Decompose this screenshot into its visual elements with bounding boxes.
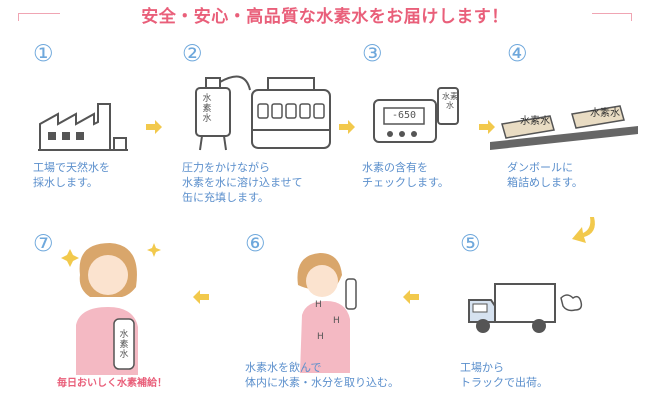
step-5-number: ⑤	[460, 231, 481, 257]
step-1-caption: 工場で天然水を 採水します。	[33, 160, 110, 190]
truck-icon	[468, 283, 583, 333]
step-2-line-3: 缶に充填します。	[182, 191, 269, 204]
step-6-number: ⑥	[245, 231, 266, 257]
arrow-left-icon-1	[403, 290, 419, 304]
step-3-number: ③	[362, 41, 383, 67]
step-2-number: ②	[182, 41, 203, 67]
page-title: 安全・安心・高品質な水素水をお届けします！	[141, 7, 509, 27]
step-3-caption: 水素の含有を チェックします。	[362, 160, 449, 190]
step-4-number: ④	[507, 41, 528, 67]
factory-icon	[38, 103, 128, 151]
step-4-line-2: 箱詰めします。	[507, 176, 583, 189]
step-2-caption: 圧力をかけながら 水素を水に溶け込ませて 缶に充填します。	[182, 160, 303, 205]
arrow-left-icon-2	[193, 290, 209, 304]
step-1-number: ①	[33, 41, 54, 67]
title-rule-right	[592, 13, 632, 14]
filling-machine-icon	[195, 75, 331, 151]
step-2-line-1: 圧力をかけながら	[182, 161, 270, 174]
meter-readout: -650	[391, 110, 417, 121]
step-7-caption: 毎日おいしく水素補給！	[57, 378, 167, 389]
arrow-curve-down-icon	[572, 217, 595, 243]
step-3-line-1: 水素の含有を	[362, 161, 428, 174]
step-6-line-1: 水素水を飲んで	[245, 361, 322, 374]
title-tick-right	[631, 13, 632, 21]
box-label-2: 水素水	[590, 108, 620, 119]
woman-drinking-icon	[297, 253, 357, 373]
step-2-line-2: 水素を水に溶け込ませて	[182, 176, 303, 189]
can-label: 水素水	[442, 92, 458, 110]
hydrogen-molecule-1: H	[315, 300, 322, 310]
title-rule-left	[18, 13, 60, 14]
title-tick-left	[18, 13, 19, 21]
hydrogen-molecule-3: H	[317, 332, 324, 342]
step-7-number: ⑦	[33, 231, 54, 257]
step-6-line-2: 体内に水素・水分を取り込む。	[245, 376, 399, 389]
happy-woman-icon	[61, 243, 161, 375]
bottle-label: 水素水	[119, 330, 129, 360]
step-4-line-1: ダンボールに	[507, 161, 573, 174]
arrow-right-icon-2	[339, 120, 355, 134]
step-4-caption: ダンボールに 箱詰めします。	[507, 160, 583, 190]
hydrogen-meter-icon	[373, 87, 459, 143]
step-5-caption: 工場から トラックで出荷。	[460, 360, 548, 390]
tank-label: 水素水	[202, 94, 212, 124]
box-label-1: 水素水	[520, 116, 550, 127]
arrow-right-icon-1	[146, 120, 162, 134]
step-5-line-1: 工場から	[460, 361, 504, 374]
arrow-right-icon-3	[479, 120, 495, 134]
step-1-line-2: 採水します。	[33, 176, 98, 189]
hydrogen-molecule-2: H	[333, 316, 340, 326]
conveyor-boxes-icon	[490, 105, 638, 150]
step-1-line-1: 工場で天然水を	[33, 161, 110, 174]
step-3-line-2: チェックします。	[362, 176, 449, 189]
step-5-line-2: トラックで出荷。	[460, 376, 548, 389]
step-6-caption: 水素水を飲んで 体内に水素・水分を取り込む。	[245, 360, 399, 390]
